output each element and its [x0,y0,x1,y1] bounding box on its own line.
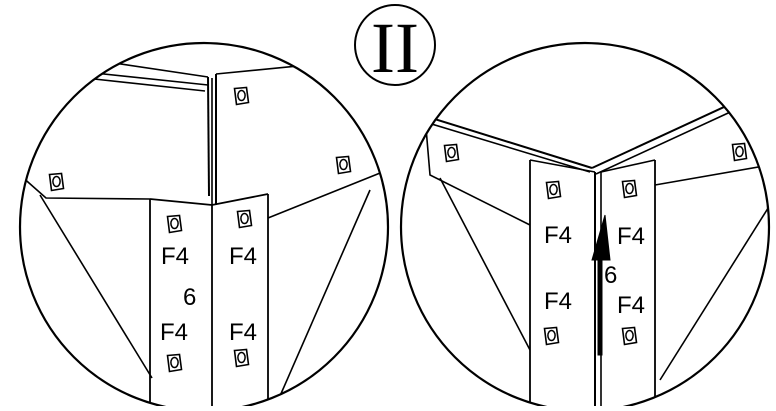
bolt-icon [233,348,250,368]
left-label-f4-upper-left: F4 [161,243,189,270]
step-marker-circle [354,4,436,86]
bolt-icon [166,353,183,373]
left-label-number: 6 [183,284,196,311]
left-detail-circle [18,41,390,411]
right-label-number: 6 [604,262,617,289]
left-label-f4-upper-right: F4 [229,243,257,270]
arrow-up-icon [591,214,611,356]
step-marker: II [354,4,436,88]
bolt-icon [48,172,65,192]
right-label-f4-upper-left: F4 [544,222,572,249]
right-detail: F4 F4 6 F4 F4 [399,41,771,411]
bolt-icon [621,179,638,199]
bolt-icon [731,142,748,162]
bolt-icon [335,155,352,175]
left-top-rail-edge [84,71,209,86]
bolt-icon [233,86,250,106]
left-label-f4-lower-left: F4 [160,319,188,346]
left-top-rail-edge [84,77,206,92]
left-label-f4-lower-right: F4 [229,319,257,346]
bolt-icon [236,209,253,229]
bolt-icon [443,143,460,163]
right-label-f4-lower-left: F4 [544,288,572,315]
right-label-f4-upper-right: F4 [617,223,645,250]
right-detail-circle [399,41,771,411]
bolt-icon [621,326,638,346]
bolt-icon [543,326,560,346]
step-numeral: II [371,8,419,88]
bolt-icon [545,180,562,200]
left-detail: F4 F4 6 F4 F4 [18,41,390,411]
left-top-rail-edge [59,54,209,78]
bolt-icon [166,214,183,234]
right-label-f4-lower-right: F4 [617,292,645,319]
